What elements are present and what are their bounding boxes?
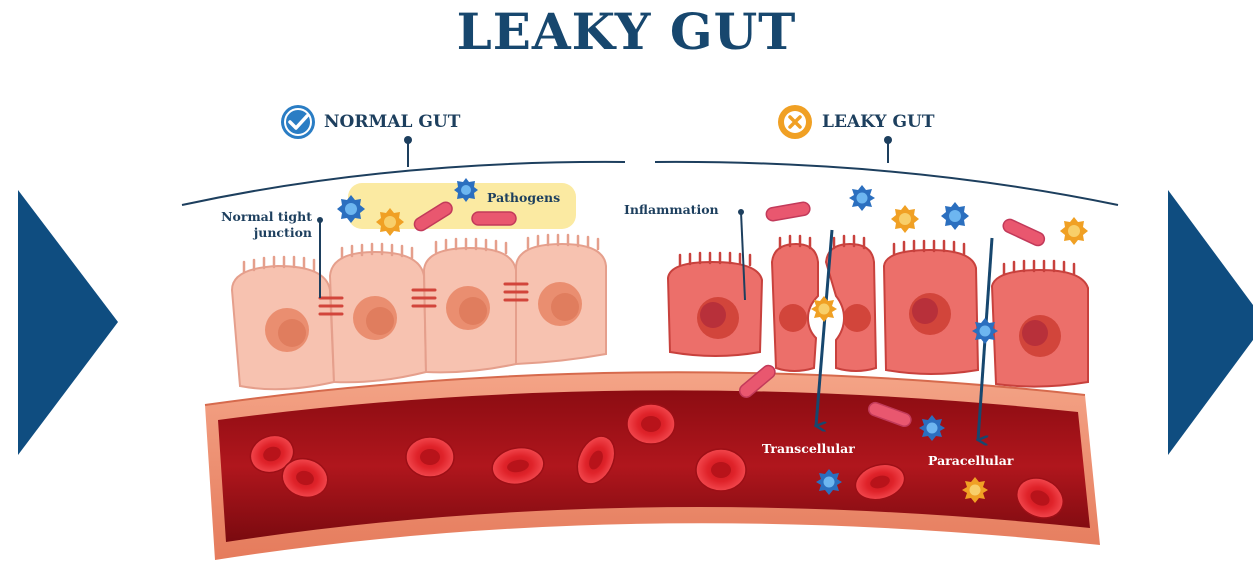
paracellular-label: Paracellular — [928, 453, 1013, 469]
transcellular-label: Transcellular — [762, 441, 855, 457]
inflammation-label: Inflammation — [624, 202, 719, 218]
page-title: LEAKY GUT — [0, 2, 1253, 61]
nav-right-arrow[interactable] — [1168, 190, 1253, 455]
tight-junction-label: Normal tight junction — [212, 209, 312, 241]
normal-gut-heading: NORMAL GUT — [324, 112, 460, 132]
x-circle-icon — [778, 105, 812, 139]
tight-junction-label-line1: Normal tight — [212, 209, 312, 225]
pathogens-label: Pathogens — [487, 190, 560, 206]
lumen-boundary-right — [655, 162, 1118, 205]
leaky-gut-heading: LEAKY GUT — [822, 112, 934, 132]
check-circle-icon — [281, 105, 315, 139]
tight-junction-label-line2: junction — [212, 225, 312, 241]
nav-left-arrow[interactable] — [18, 190, 118, 455]
